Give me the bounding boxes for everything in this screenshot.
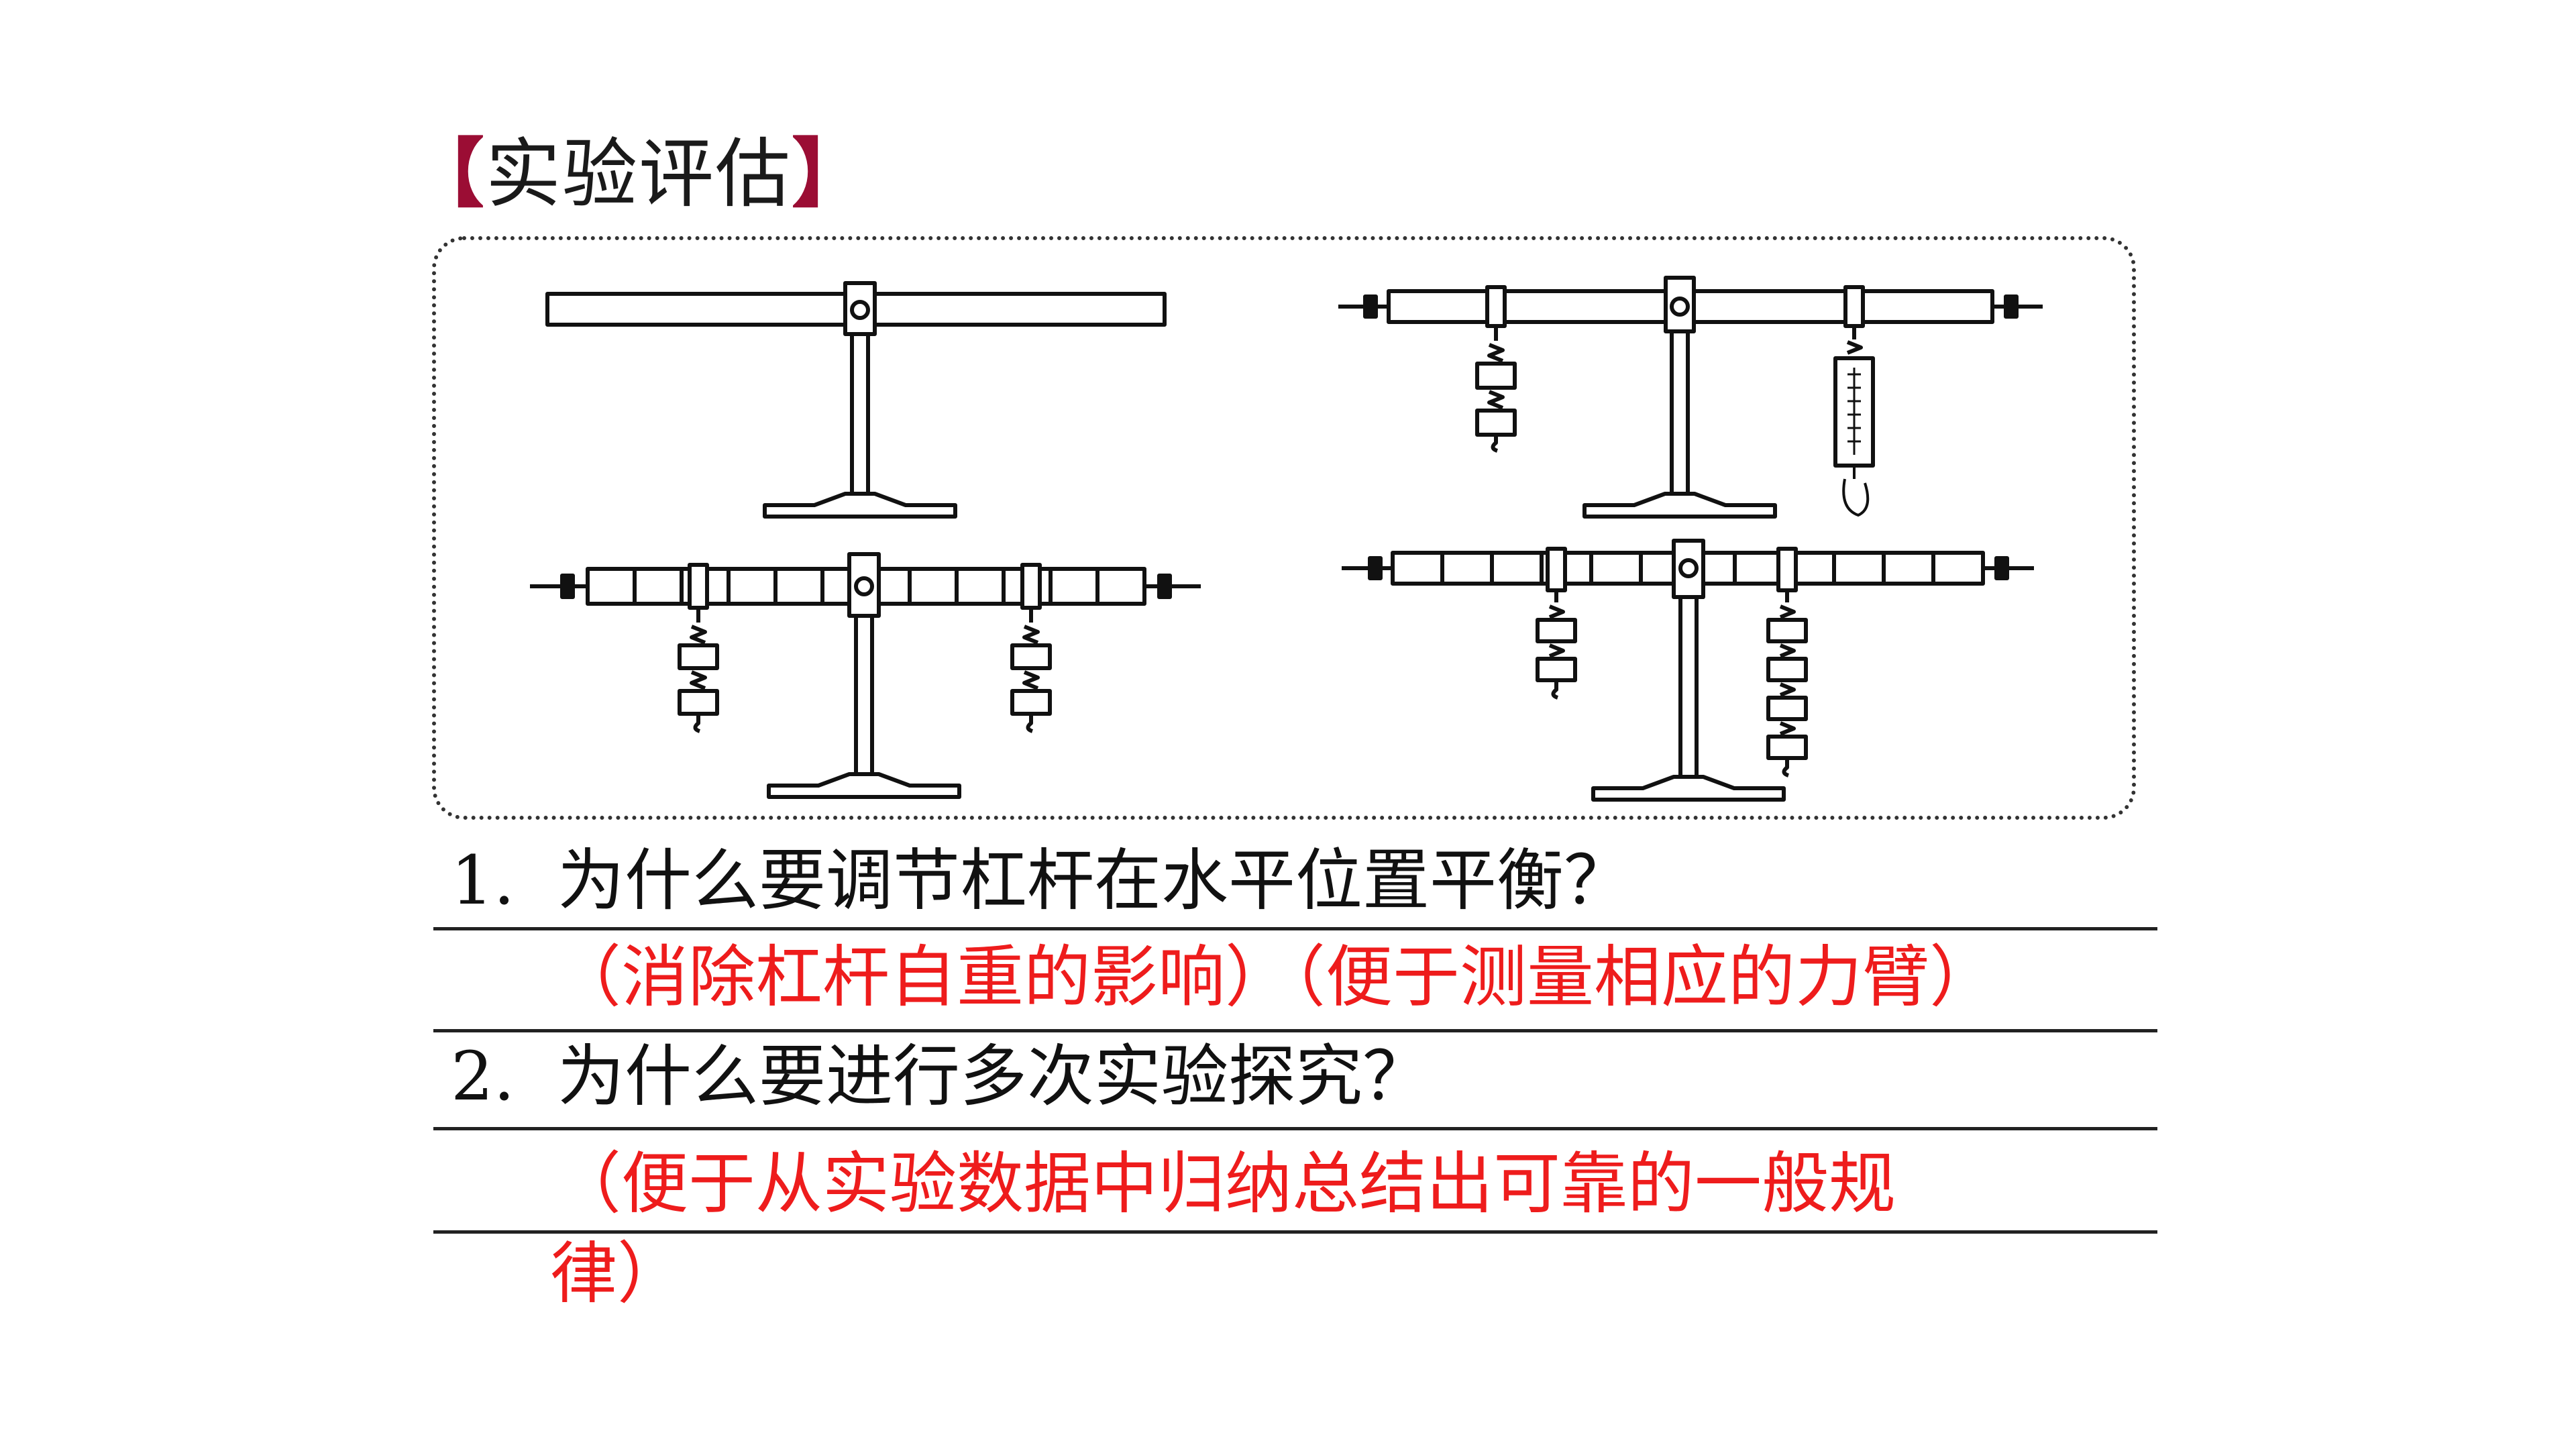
pivot-icon xyxy=(854,576,874,596)
weight xyxy=(1766,735,1808,760)
pivot-icon xyxy=(850,300,870,320)
panel-lever-equal-weights xyxy=(530,552,1201,799)
question-2-number: 2. xyxy=(451,1037,515,1116)
panel-plain-lever xyxy=(545,281,1167,519)
lever-pivot-block xyxy=(1664,276,1696,333)
panel-lever-unequal-weights xyxy=(1342,539,2034,802)
stand-base xyxy=(1582,492,1777,519)
question-2-text: 为什么要进行多次实验探究？ xyxy=(557,1037,1430,1116)
weight xyxy=(1010,643,1052,670)
title-bracket-close: 】 xyxy=(792,131,868,218)
weight xyxy=(1766,618,1808,643)
title-bracket-open: 【 xyxy=(409,131,486,218)
panel-lever-spring-scale xyxy=(1338,276,2043,519)
answer-2-line-1: （便于从实验数据中归纳总结出可靠的一般规 xyxy=(554,1144,1896,1223)
lever-diagrams xyxy=(530,276,2043,802)
slide-title: 【实验评估】 xyxy=(409,127,868,221)
weight xyxy=(1475,409,1517,437)
lever-pivot-block xyxy=(843,281,877,336)
weight xyxy=(1766,696,1808,721)
answer-2-rule-top xyxy=(433,1127,2157,1130)
weight xyxy=(678,689,719,716)
stand-base xyxy=(767,772,961,799)
weight xyxy=(1010,689,1052,716)
lever-pivot-block xyxy=(847,552,881,618)
weight xyxy=(1766,657,1808,682)
answer-1-rule-top xyxy=(433,927,2157,930)
question-1-number: 1. xyxy=(451,841,515,920)
weight xyxy=(1536,618,1577,643)
question-1: 1. 为什么要调节杠杆在水平位置平衡？ xyxy=(451,837,1631,924)
weight xyxy=(1536,657,1577,682)
title-text: 实验评估 xyxy=(486,131,792,218)
lever-pivot-block xyxy=(1672,539,1705,599)
answer-1: （消除杠杆自重的影响）（便于测量相应的力臂） xyxy=(554,938,1996,1016)
question-1-text: 为什么要调节杠杆在水平位置平衡？ xyxy=(557,841,1631,920)
answer-2-rule-bottom xyxy=(433,1230,2157,1234)
weight xyxy=(678,643,719,670)
hand-icon xyxy=(1842,466,1870,517)
question-2: 2. 为什么要进行多次实验探究？ xyxy=(451,1033,1430,1120)
pivot-icon xyxy=(1678,558,1699,578)
answer-2-line-2: 律） xyxy=(550,1234,684,1313)
stand-base xyxy=(763,492,957,519)
pivot-icon xyxy=(1670,297,1690,317)
lever-figure-frame xyxy=(432,236,2136,820)
stand-base xyxy=(1591,775,1786,802)
answer-1-rule-bottom xyxy=(433,1029,2157,1032)
weight xyxy=(1475,362,1517,390)
